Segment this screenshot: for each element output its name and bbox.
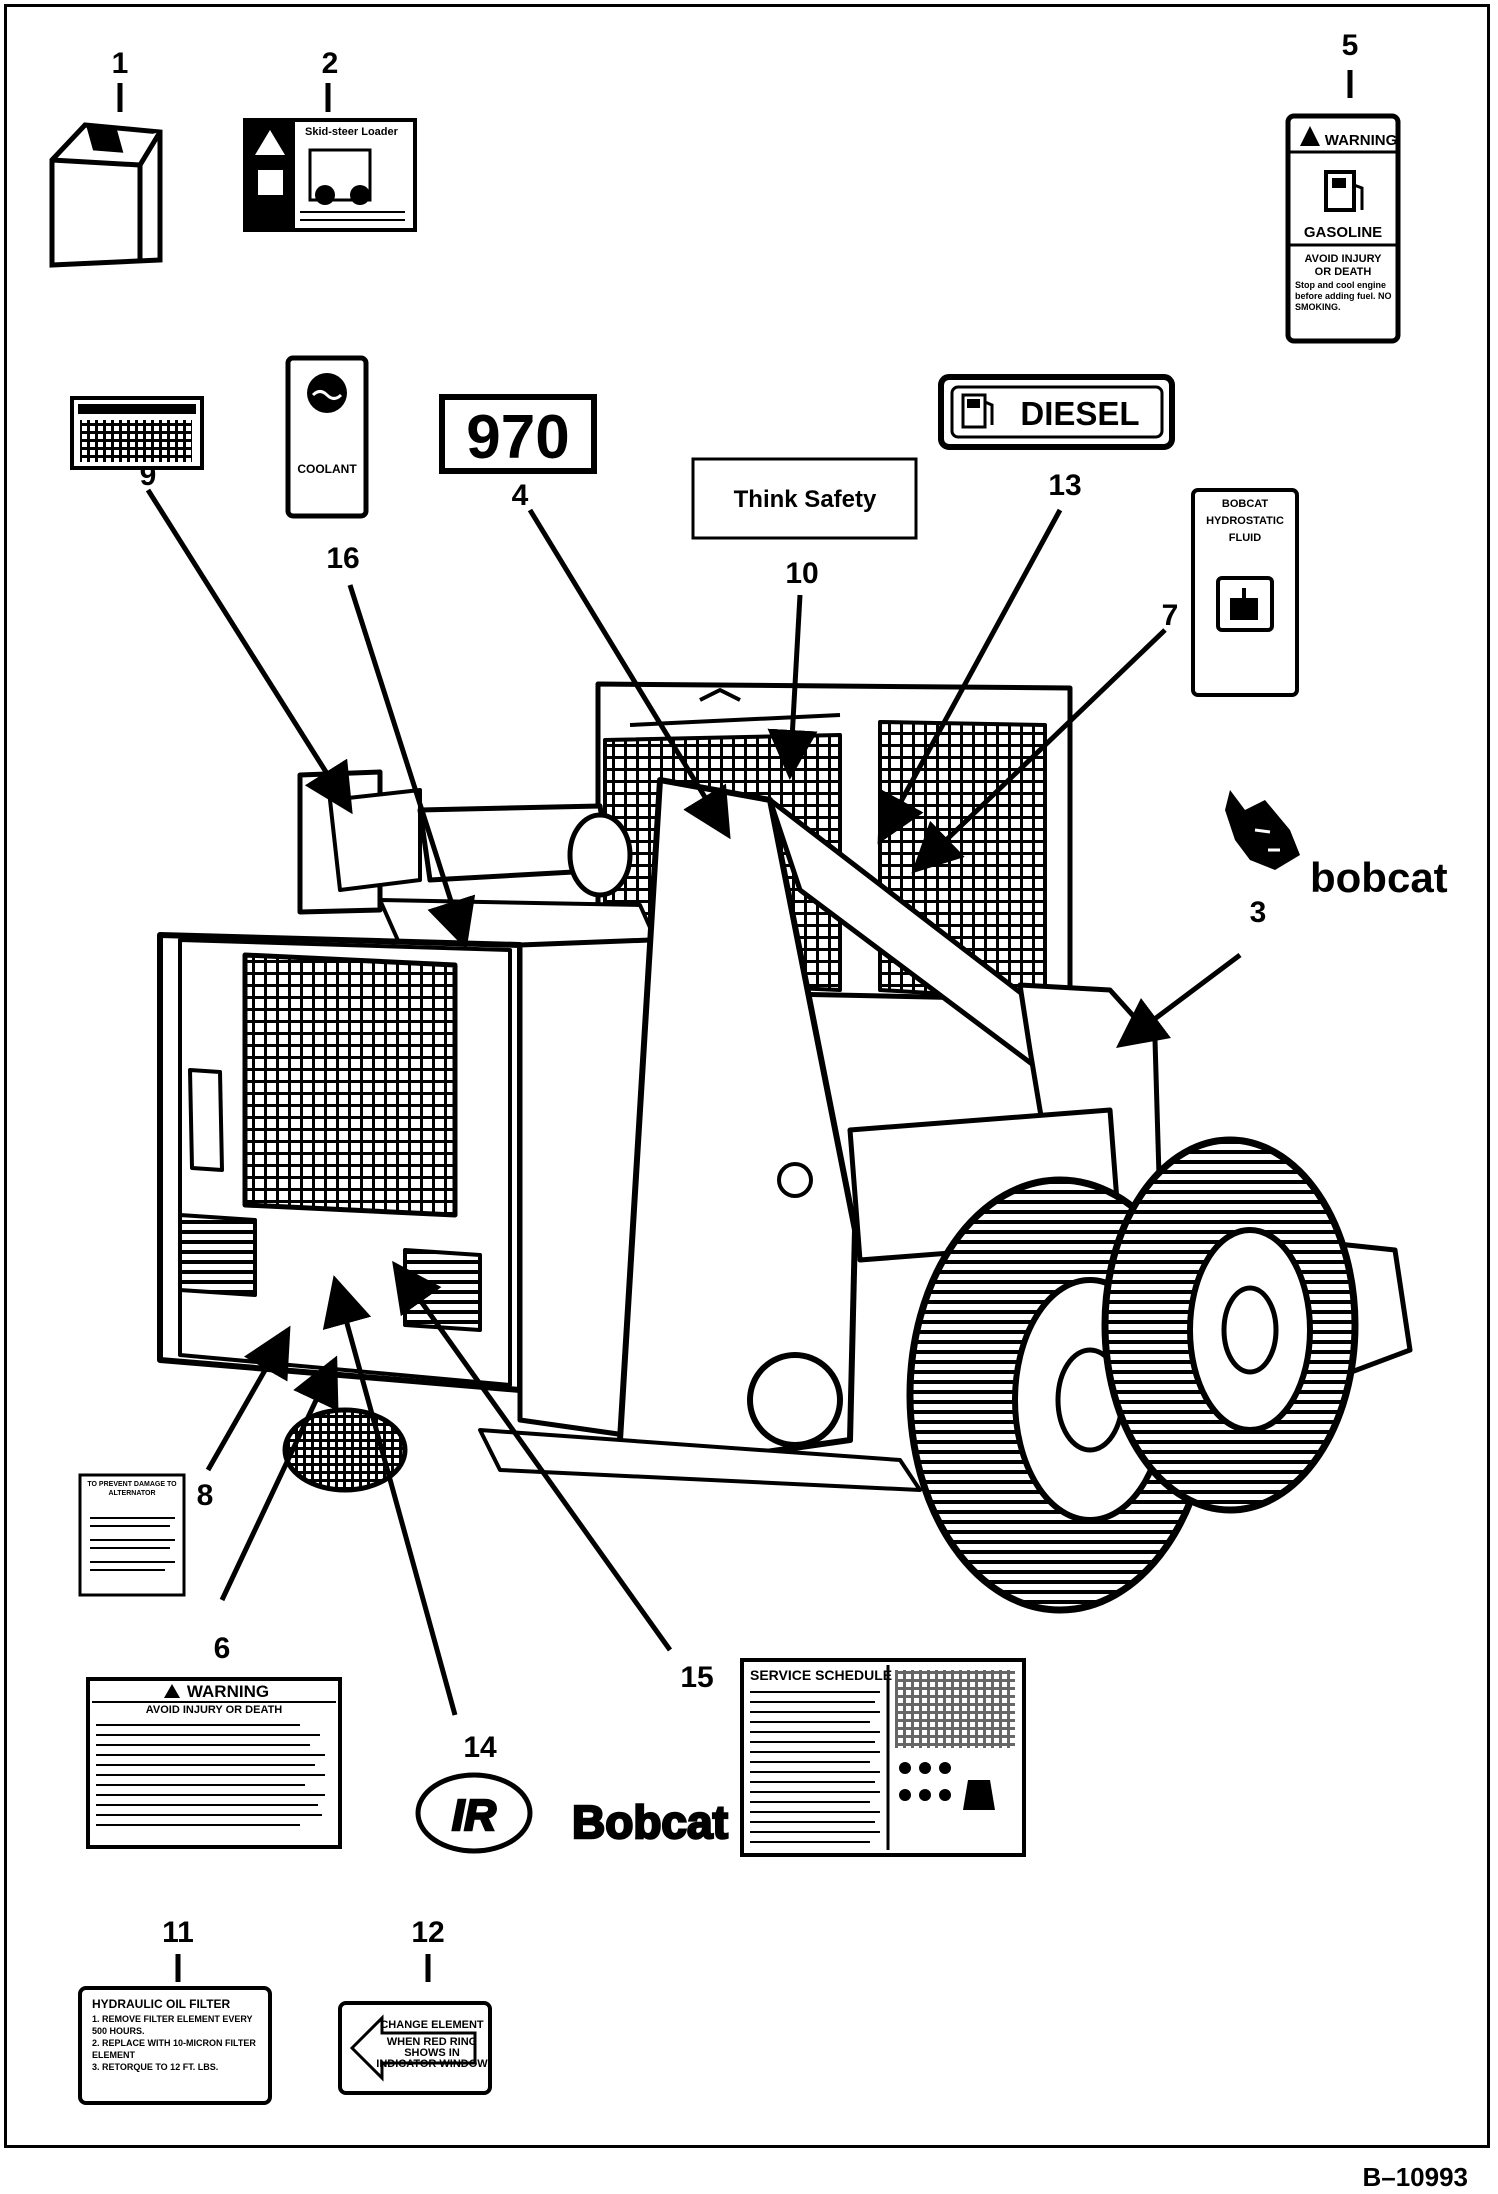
decal-think-safety: Think Safety: [691, 457, 918, 540]
callout-4: 4: [512, 479, 529, 512]
coolant-label: COOLANT: [297, 462, 357, 476]
callout-8: 8: [197, 1479, 214, 1512]
decal-1-box: [49, 122, 163, 268]
diesel-label: DIESEL: [1020, 395, 1139, 432]
callout-13: 13: [1048, 469, 1081, 502]
decal-13-diesel: DIESEL: [938, 374, 1175, 450]
drawing-number: B–10993: [1362, 2162, 1468, 2192]
callout-numbers: 1 2 3 4 5 6 7 8 9 10 11 12 13 14 15 16: [112, 29, 1359, 1949]
decal-8-alternator: TO PREVENT DAMAGE TO ALTERNATOR: [78, 1473, 186, 1597]
callout-10: 10: [785, 557, 818, 590]
hydrostatic-line1: BOBCAT: [1222, 498, 1269, 510]
hydraulic-filter-title: HYDRAULIC OIL FILTER: [92, 1997, 231, 2011]
decal-16-coolant: COOLANT: [285, 355, 369, 519]
drawing-border: [4, 4, 1490, 2148]
decal-15-service-schedule: SERVICE SCHEDULE: [740, 1658, 1026, 1857]
alternator-title-wrap: TO PREVENT DAMAGE TO ALTERNATOR: [87, 1481, 177, 1497]
callout-16: 16: [326, 542, 359, 575]
change-element-line3: SHOWS IN: [404, 2047, 460, 2059]
decal-9-chart: [70, 396, 204, 470]
decal-ir-bobcat-logo: IR Bobcat: [415, 1772, 729, 1854]
hydraulic-filter-step-1: 1. REMOVE FILTER ELEMENT EVERY 500 HOURS…: [92, 2014, 253, 2036]
change-element-line1: CHANGE ELEMENT: [380, 2019, 484, 2031]
change-element-line2: WHEN RED RING: [387, 2036, 477, 2048]
warning-subheader: AVOID INJURY OR DEATH: [146, 1704, 283, 1716]
decal-4-model-number: 970: [439, 394, 597, 474]
bobcat-brand-text: bobcat: [1310, 854, 1448, 901]
gasoline-title: GASOLINE: [1304, 224, 1382, 241]
warning-header: WARNING: [187, 1682, 269, 1701]
skid-steer-loader-illustration: [157, 681, 1413, 1614]
decal-5-warning-gasoline: WARNING GASOLINE AVOID INJURY OR DEATH S…: [1285, 113, 1401, 344]
hydraulic-filter-steps-wrap: 1. REMOVE FILTER ELEMENT EVERY 500 HOURS…: [92, 2014, 256, 2072]
gasoline-body-wrap: Stop and cool engine before adding fuel.…: [1295, 280, 1392, 312]
gasoline-body: Stop and cool engine before adding fuel.…: [1295, 280, 1392, 312]
callout-15: 15: [680, 1661, 713, 1694]
gasoline-warning-header: WARNING: [1325, 132, 1398, 149]
hydrostatic-line2: HYDROSTATIC: [1206, 515, 1284, 527]
model-number: 970: [466, 403, 569, 472]
service-schedule-title: SERVICE SCHEDULE: [750, 1667, 892, 1683]
callout-14: 14: [463, 1731, 497, 1764]
hydraulic-filter-step-3: 3. RETORQUE TO 12 FT. LBS.: [92, 2062, 219, 2072]
callout-1: 1: [112, 47, 129, 80]
callout-6: 6: [214, 1632, 231, 1665]
machine-signs-title: Skid-steer Loader: [305, 126, 399, 138]
ir-mark: IR: [452, 1791, 496, 1840]
ir-bobcat-text: Bobcat: [572, 1796, 728, 1848]
change-element-line4: INDICATOR WINDOW: [376, 2058, 488, 2070]
gasoline-avoid-line1: AVOID INJURY: [1304, 253, 1382, 265]
leader-lines: [117, 70, 1353, 1982]
think-safety-text: Think Safety: [734, 486, 877, 513]
decal-11-hydraulic-oil-filter: HYDRAULIC OIL FILTER 1. REMOVE FILTER EL…: [78, 1986, 272, 2105]
hydrostatic-line3: FLUID: [1229, 532, 1261, 544]
decal-12-change-element: CHANGE ELEMENT WHEN RED RING SHOWS IN IN…: [338, 2001, 492, 2095]
decal-7-hydrostatic-fluid: BOBCAT HYDROSTATIC FLUID: [1191, 488, 1299, 697]
decal-2-machine-signs: Skid-steer Loader: [243, 118, 417, 232]
callout-11: 11: [162, 1916, 194, 1949]
callout-12: 12: [411, 1916, 444, 1949]
callout-5: 5: [1342, 29, 1359, 62]
alternator-title: TO PREVENT DAMAGE TO ALTERNATOR: [87, 1481, 177, 1497]
callout-2: 2: [322, 47, 339, 80]
decal-3-bobcat-logo: bobcat: [1225, 790, 1448, 901]
hydraulic-filter-step-2: 2. REPLACE WITH 10-MICRON FILTER ELEMENT: [92, 2038, 256, 2060]
decal-6-warning: WARNING AVOID INJURY OR DEATH: [86, 1677, 342, 1849]
callout-3: 3: [1250, 896, 1267, 929]
gasoline-avoid-line2: OR DEATH: [1315, 266, 1372, 278]
callout-7: 7: [1162, 599, 1179, 632]
